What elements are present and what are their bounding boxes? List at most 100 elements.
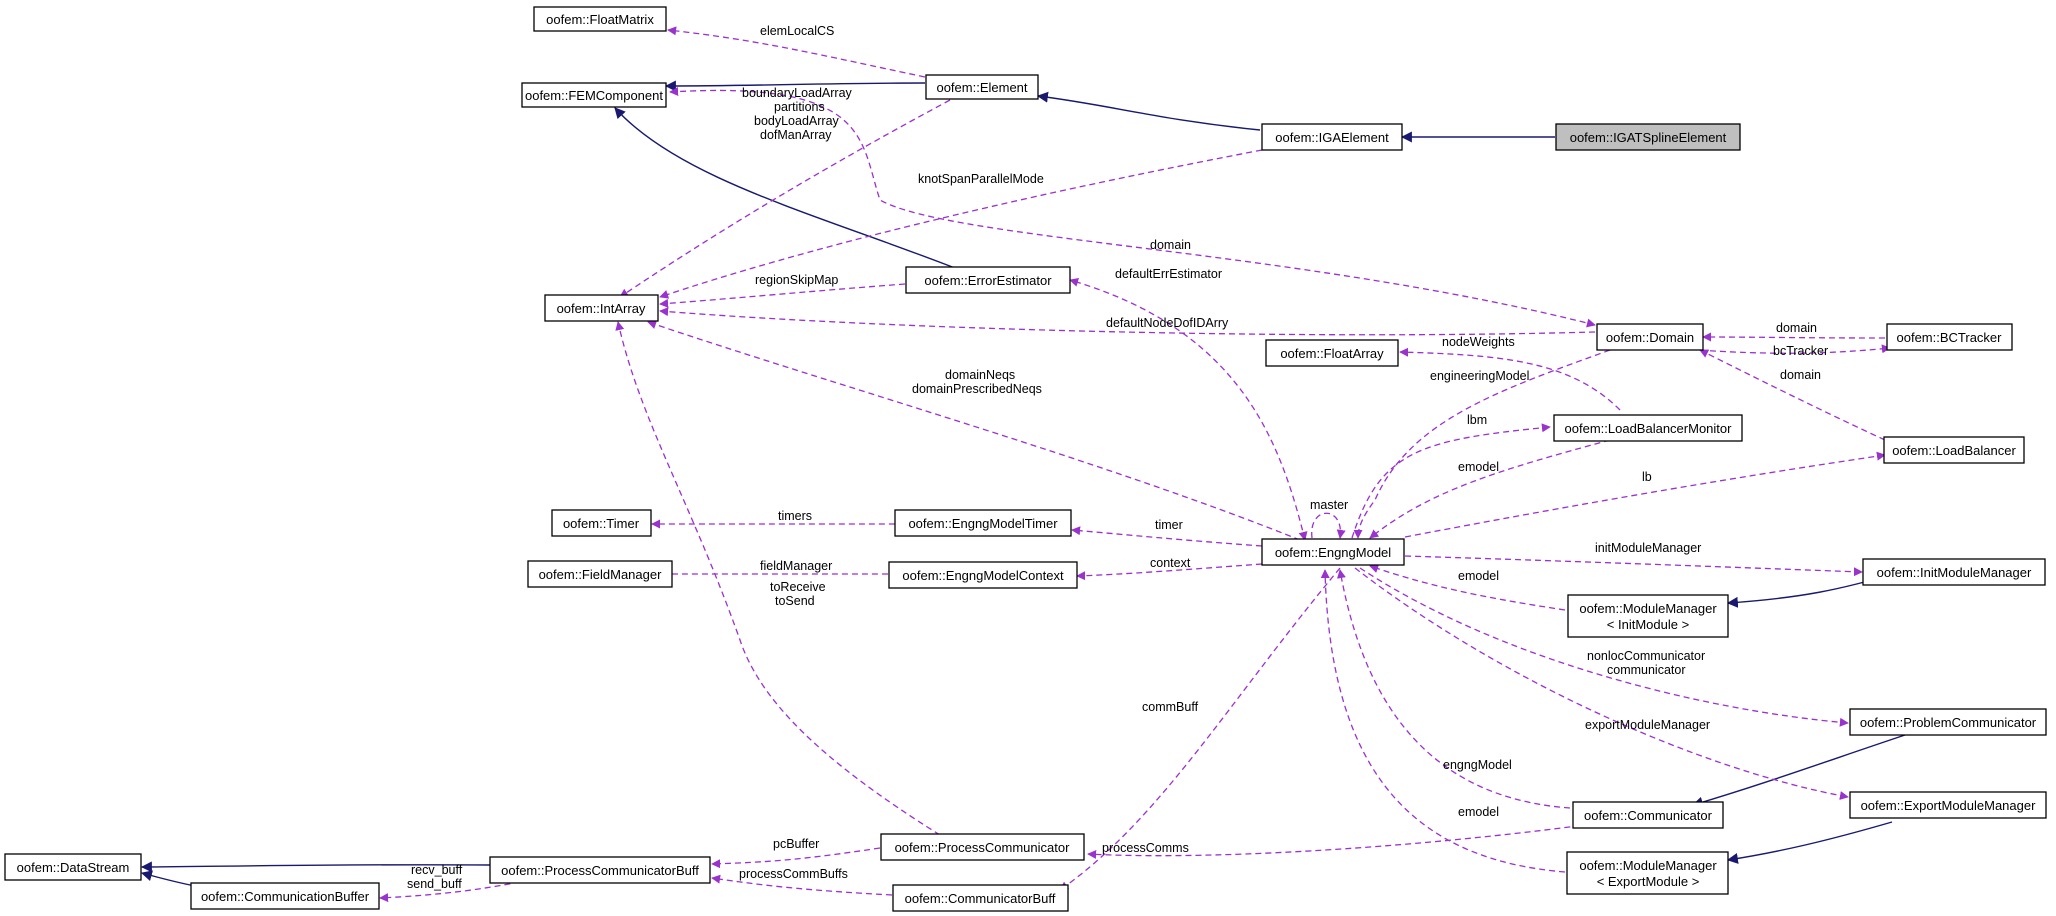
node-intarray[interactable]: oofem::IntArray <box>544 294 659 322</box>
node-initmodulemanager-label: oofem::InitModuleManager <box>1877 565 2032 580</box>
label-bctracker-domain: domain <box>1776 321 1817 335</box>
node-processcommunicator-label: oofem::ProcessCommunicator <box>895 840 1071 855</box>
node-communicatorbuff[interactable]: oofem::CommunicatorBuff <box>892 884 1069 912</box>
label-timer: timer <box>1155 518 1183 532</box>
label-dofmanarray: dofManArray <box>760 128 832 142</box>
node-intarray-label: oofem::IntArray <box>557 301 646 316</box>
edge-engngmodel-commbuff <box>1059 567 1341 891</box>
node-fieldmanager[interactable]: oofem::FieldManager <box>527 560 673 588</box>
node-errorestimator-label: oofem::ErrorEstimator <box>924 273 1052 288</box>
node-domain-label: oofem::Domain <box>1606 330 1694 345</box>
node-errorestimator[interactable]: oofem::ErrorEstimator <box>905 266 1071 294</box>
node-loadbalancermonitor-label: oofem::LoadBalancerMonitor <box>1565 421 1733 436</box>
label-boundaryloadarray: boundaryLoadArray <box>742 86 853 100</box>
node-igaelement[interactable]: oofem::IGAElement <box>1261 123 1403 151</box>
edge-exportmm-to-modulemanager-export <box>1726 821 1893 864</box>
node-femcomponent-label: oofem::FEMComponent <box>525 88 663 103</box>
usage-edges <box>379 26 1891 903</box>
edge-commbuff-processcommbuffs <box>711 874 893 896</box>
label-engineeringmodel: engineeringModel <box>1430 369 1529 383</box>
node-loadbalancer[interactable]: oofem::LoadBalancer <box>1883 436 2025 464</box>
label-fieldmanager: fieldManager <box>760 559 832 573</box>
node-floatmatrix[interactable]: oofem::FloatMatrix <box>533 6 667 32</box>
node-domain[interactable]: oofem::Domain <box>1596 323 1704 351</box>
label-processcomms: processComms <box>1102 841 1189 855</box>
node-loadbalancer-label: oofem::LoadBalancer <box>1892 443 2016 458</box>
node-communicator[interactable]: oofem::Communicator <box>1572 801 1724 829</box>
node-floatmatrix-label: oofem::FloatMatrix <box>546 12 654 27</box>
label-context: context <box>1150 556 1191 570</box>
node-element[interactable]: oofem::Element <box>925 74 1039 100</box>
edge-processcommunicator-pcbuffer <box>711 847 881 869</box>
edge-engngmodel-master <box>1311 512 1346 539</box>
label-knotspanparallelmode: knotSpanParallelMode <box>918 172 1044 186</box>
edge-engngmodel-errorestimator <box>1069 277 1308 541</box>
edge-element-to-femcomponent <box>664 80 926 92</box>
node-modulemanager-initmodule-template: < InitModule > <box>1607 617 1689 632</box>
node-problemcommunicator[interactable]: oofem::ProblemCommunicator <box>1849 708 2047 736</box>
node-engngmodelcontext[interactable]: oofem::EngngModelContext <box>888 561 1078 589</box>
node-communicationbuffer-label: oofem::CommunicationBuffer <box>201 889 370 904</box>
label-nodeweights: nodeWeights <box>1442 335 1515 349</box>
node-engngmodel-label: oofem::EngngModel <box>1275 545 1391 560</box>
node-igaelement-label: oofem::IGAElement <box>1275 130 1389 145</box>
edge-processcomm-to-intarray <box>615 321 941 836</box>
label-defaulterrestimator: defaultErrEstimator <box>1115 267 1222 281</box>
label-lbm-emodel: emodel <box>1458 460 1499 474</box>
node-modulemanager-initmodule-label: oofem::ModuleManager <box>1579 601 1717 616</box>
node-bctracker-label: oofem::BCTracker <box>1897 330 2003 345</box>
label-master: master <box>1310 498 1348 512</box>
node-floatarray[interactable]: oofem::FloatArray <box>1265 339 1399 367</box>
edge-femcomponent-domain <box>669 87 1596 328</box>
label-bodyloadarray: bodyLoadArray <box>754 114 840 128</box>
node-processcommunicatorbuff[interactable]: oofem::ProcessCommunicatorBuff <box>489 856 711 884</box>
node-problemcommunicator-label: oofem::ProblemCommunicator <box>1860 715 2037 730</box>
node-engngmodelcontext-label: oofem::EngngModelContext <box>902 568 1064 583</box>
label-partitions: partitions <box>774 100 825 114</box>
node-modulemanager-initmodule[interactable]: oofem::ModuleManager < InitModule > <box>1567 594 1729 638</box>
label-domain-femcomponent: domain <box>1150 238 1191 252</box>
edge-domain-to-intarray <box>659 307 1596 336</box>
node-exportmodulemanager[interactable]: oofem::ExportModuleManager <box>1849 791 2047 819</box>
node-loadbalancermonitor[interactable]: oofem::LoadBalancerMonitor <box>1553 414 1743 442</box>
edge-loadbalancer-domain <box>1699 349 1886 441</box>
edge-modulemanager-init-emodel <box>1369 564 1566 611</box>
label-exportmodulemanager: exportModuleManager <box>1585 718 1710 732</box>
label-tosend: toSend <box>775 594 815 608</box>
node-modulemanager-exportmodule-template: < ExportModule > <box>1597 874 1700 889</box>
label-send-buff: send_buff <box>407 877 462 891</box>
label-communicator: communicator <box>1607 663 1686 677</box>
edge-labels: elemLocalCS boundaryLoadArray partitions… <box>407 24 1828 891</box>
label-mm-export-emodel: emodel <box>1458 805 1499 819</box>
node-processcommunicator[interactable]: oofem::ProcessCommunicator <box>880 833 1085 861</box>
edge-communicator-engngmodel <box>1336 569 1571 809</box>
label-initmodulemanager: initModuleManager <box>1595 541 1701 555</box>
node-engngmodeltimer[interactable]: oofem::EngngModelTimer <box>894 509 1072 537</box>
label-timers: timers <box>778 509 812 523</box>
edge-lbmonitor-nodeweights <box>1399 347 1621 411</box>
node-modulemanager-exportmodule[interactable]: oofem::ModuleManager < ExportModule > <box>1566 851 1729 895</box>
label-toreceive: toReceive <box>770 580 826 594</box>
node-timer[interactable]: oofem::Timer <box>551 509 652 537</box>
node-engngmodel[interactable]: oofem::EngngModel <box>1261 538 1405 566</box>
nodes: oofem::FloatMatrix oofem::FEMComponent o… <box>4 6 2047 912</box>
node-engngmodeltimer-label: oofem::EngngModelTimer <box>908 516 1058 531</box>
edge-igaelement-to-element <box>1036 91 1261 131</box>
label-defaultnodedofidarry: defaultNodeDofIDArry <box>1106 316 1229 330</box>
node-initmodulemanager[interactable]: oofem::InitModuleManager <box>1862 558 2046 586</box>
node-femcomponent[interactable]: oofem::FEMComponent <box>521 82 667 108</box>
label-domainneqs: domainNeqs <box>945 368 1015 382</box>
node-element-label: oofem::Element <box>936 80 1027 95</box>
node-igatsplineelement[interactable]: oofem::IGATSplineElement <box>1555 123 1741 151</box>
label-processcommbuffs: processCommBuffs <box>739 867 848 881</box>
edge-lbmonitor-emodel <box>1369 439 1611 539</box>
edge-errorestimator-to-intarray <box>659 283 906 308</box>
node-bctracker[interactable]: oofem::BCTracker <box>1886 323 2013 351</box>
node-fieldmanager-label: oofem::FieldManager <box>539 567 663 582</box>
edge-engngmodel-timer <box>1071 526 1263 547</box>
node-communicationbuffer[interactable]: oofem::CommunicationBuffer <box>190 882 380 910</box>
edge-engngmodel-context <box>1076 563 1263 581</box>
edge-engngmodel-to-intarray <box>647 320 1301 541</box>
node-datastream[interactable]: oofem::DataStream <box>4 853 142 881</box>
